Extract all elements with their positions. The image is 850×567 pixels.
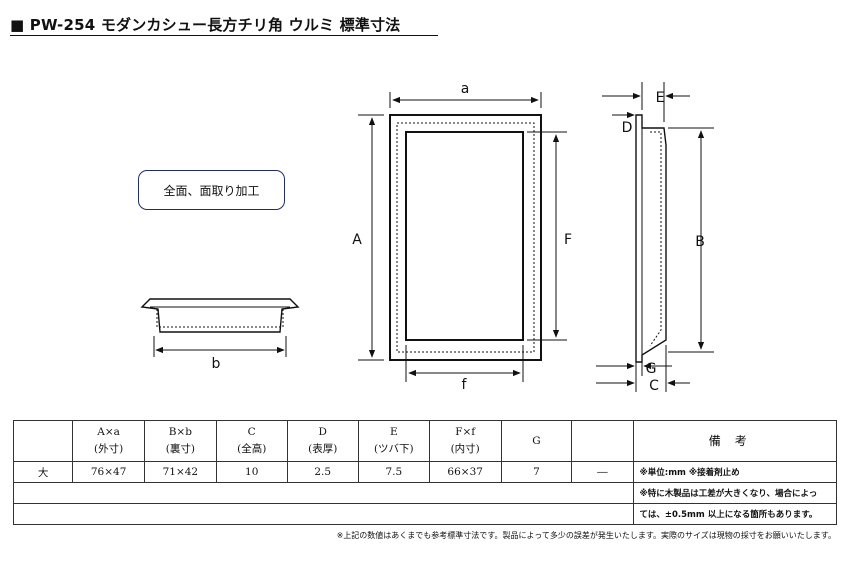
page-title: ■ PW-254 モダンカシュー長方チリ角 ウルミ 標準寸法	[10, 16, 401, 34]
value-face-thickness: 2.5	[286, 461, 359, 483]
table-row: 大 76×47 71×42 10 2.5 7.5 66×37 7 ― ※単位:m…	[12, 461, 838, 483]
header-sublabel: (外寸)	[94, 443, 124, 455]
side-view	[596, 82, 714, 392]
header-remarks: 備考	[632, 420, 838, 462]
header-g: G	[500, 420, 573, 462]
value-extra: ―	[571, 461, 634, 483]
table-row: ては、±0.5mm 以上になる箇所もあります。	[13, 503, 838, 525]
header-label: A×a	[97, 426, 120, 438]
dimension-label-b: b	[212, 356, 221, 372]
dimension-label-F: F	[564, 232, 572, 248]
dimension-label-G: G	[646, 361, 657, 377]
header-blank	[12, 420, 74, 462]
value-height: 10	[215, 461, 288, 483]
empty-row-cell	[13, 503, 634, 525]
empty-row-cell	[13, 482, 634, 504]
finish-note: 全面、面取り加工	[138, 170, 285, 210]
header-back: B×b (裏寸)	[143, 420, 217, 462]
technical-drawing: b a A F f	[140, 81, 714, 394]
header-blank-2	[571, 420, 634, 462]
table-row: ※特に木製品は工差が大きくなり、場合によっ	[13, 482, 838, 504]
header-inner: F×f (内寸)	[428, 420, 502, 462]
header-label: C	[247, 426, 256, 438]
header-label: E	[389, 426, 398, 438]
header-outer: A×a (外寸)	[72, 420, 145, 462]
header-under-flange: E (ツバ下)	[357, 420, 430, 462]
header-sublabel: (内寸)	[450, 443, 480, 455]
dimension-table: A×a (外寸) B×b (裏寸) C (全高) D (表厚) E (ツバ下) F×f (内…	[12, 420, 838, 525]
value-back: 71×42	[143, 461, 217, 483]
value-under-flange: 7.5	[357, 461, 430, 483]
value-outer: 76×47	[72, 461, 145, 483]
dimension-label-f: f	[462, 377, 468, 393]
bottom-profile-view	[140, 298, 300, 357]
header-label: F×f	[455, 426, 476, 438]
dimension-label-B: B	[695, 234, 705, 250]
remark-line-3: ては、±0.5mm 以上になる箇所もあります。	[632, 503, 838, 525]
dimension-label-A: A	[352, 232, 362, 248]
remark-line-2: ※特に木製品は工差が大きくなり、場合によっ	[632, 482, 838, 504]
dimension-label-C: C	[649, 378, 659, 394]
remark-line-1: ※単位:mm ※接着剤止め	[632, 461, 838, 483]
dimension-label-D: D	[622, 120, 633, 136]
value-g: 7	[500, 461, 573, 483]
header-face-thickness: D (表厚)	[286, 420, 359, 462]
header-label: G	[532, 434, 541, 447]
front-view	[358, 92, 567, 382]
size-cell: 大	[12, 461, 74, 483]
finish-note-text: 全面、面取り加工	[163, 183, 260, 198]
dimension-label-a: a	[461, 81, 470, 97]
header-sublabel: (裏寸)	[165, 443, 195, 455]
footnote: ※上記の数値はあくまでも参考標準寸法です。製品によって多少の誤差が発生いたします…	[336, 531, 836, 540]
header-sublabel: (ツバ下)	[373, 443, 414, 455]
header-label: B×b	[168, 426, 192, 438]
header-label: D	[318, 426, 327, 438]
header-height: C (全高)	[215, 420, 288, 462]
dimension-label-E: E	[656, 90, 665, 106]
header-sublabel: (全高)	[237, 443, 267, 455]
table-header-row: A×a (外寸) B×b (裏寸) C (全高) D (表厚) E (ツバ下) F×f (内…	[12, 420, 838, 462]
header-sublabel: (表厚)	[308, 443, 338, 455]
value-inner: 66×37	[428, 461, 502, 483]
title-underline	[10, 35, 438, 36]
